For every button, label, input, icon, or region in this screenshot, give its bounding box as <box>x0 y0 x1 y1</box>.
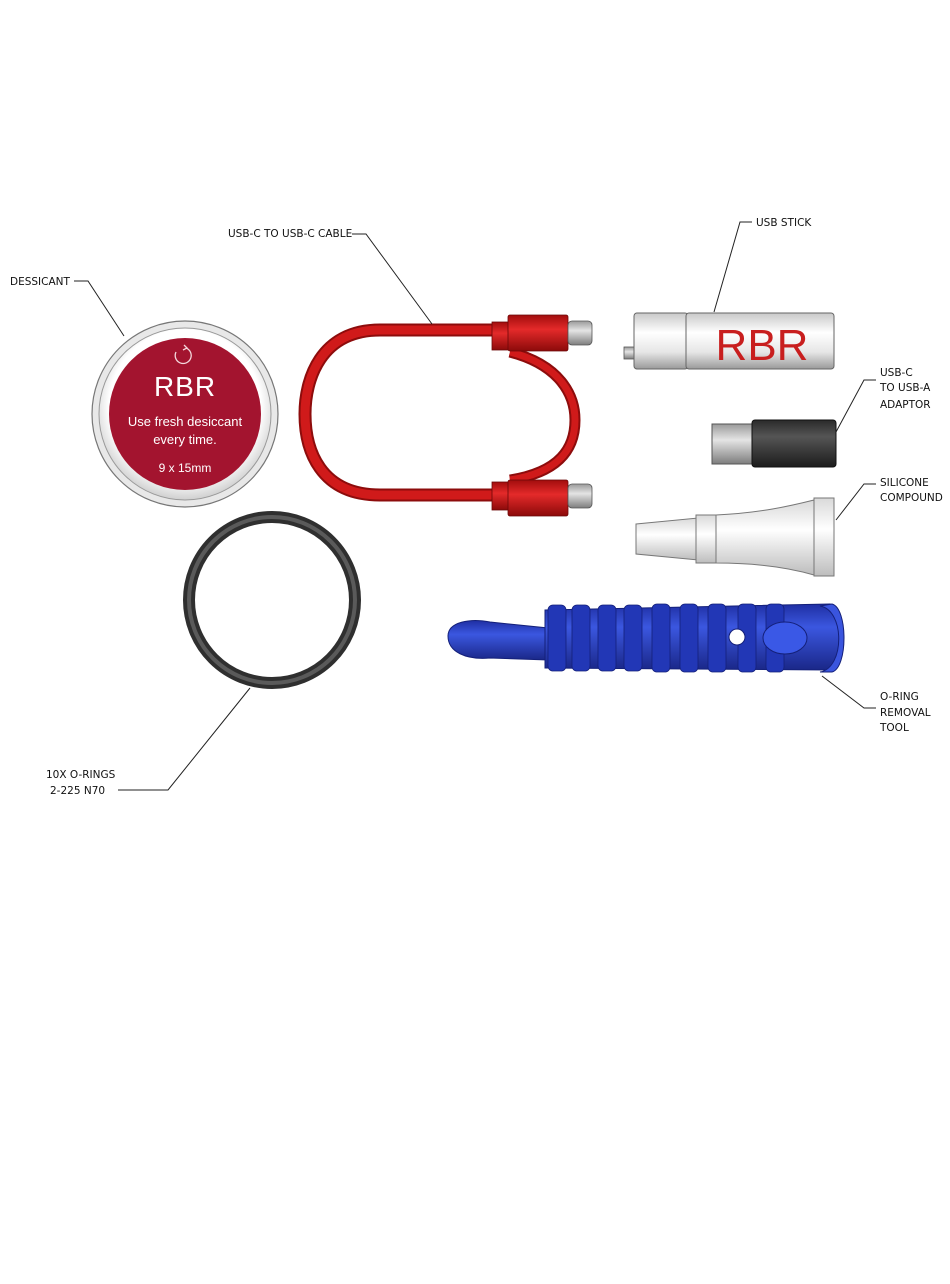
callout-adaptor-line-2: TO USB-A <box>879 382 931 394</box>
usb-c-cable <box>305 315 592 516</box>
desiccant-brand: RBR <box>154 371 216 402</box>
callout-desiccant: DESSICANT <box>10 276 124 336</box>
callout-cable-label: USB-C TO USB-C CABLE <box>228 228 352 240</box>
callout-adaptor: USB-C TO USB-A ADAPTOR <box>836 367 931 432</box>
callout-silicone-line-2: COMPOUND <box>880 492 943 504</box>
usb-c-to-usb-a-adaptor <box>712 420 836 467</box>
callout-orings-line-2: 2-225 N70 <box>50 785 105 797</box>
callout-usb-stick: USB STICK <box>714 217 812 312</box>
callout-desiccant-label: DESSICANT <box>10 276 71 288</box>
callout-cable: USB-C TO USB-C CABLE <box>228 228 432 324</box>
callout-tool-line-3: TOOL <box>879 722 909 734</box>
callout-adaptor-line-3: ADAPTOR <box>880 399 931 411</box>
callout-silicone-line-1: SILICONE <box>880 477 929 489</box>
desiccant-size: 9 x 15mm <box>159 461 212 475</box>
desiccant-line-2: every time. <box>153 432 217 447</box>
usb-stick: RBR <box>624 313 834 370</box>
desiccant-line-1: Use fresh desiccant <box>128 414 243 429</box>
callout-usb-stick-label: USB STICK <box>756 217 812 229</box>
desiccant-pack: RBR Use fresh desiccant every time. 9 x … <box>92 321 278 507</box>
callout-orings-line-1: 10X O-RINGS <box>46 769 116 781</box>
callout-tool: O-RING REMOVAL TOOL <box>822 676 931 734</box>
callout-tool-line-1: O-RING <box>880 691 919 703</box>
o-ring-removal-tool <box>448 604 844 672</box>
usb-stick-logo: RBR <box>716 321 809 370</box>
callout-tool-line-2: REMOVAL <box>880 707 931 719</box>
callout-silicone: SILICONE COMPOUND <box>836 477 943 520</box>
o-ring <box>189 517 355 683</box>
callout-adaptor-line-1: USB-C <box>880 367 913 379</box>
silicone-compound-tube <box>636 498 834 576</box>
callout-orings: 10X O-RINGS 2-225 N70 <box>46 688 250 797</box>
